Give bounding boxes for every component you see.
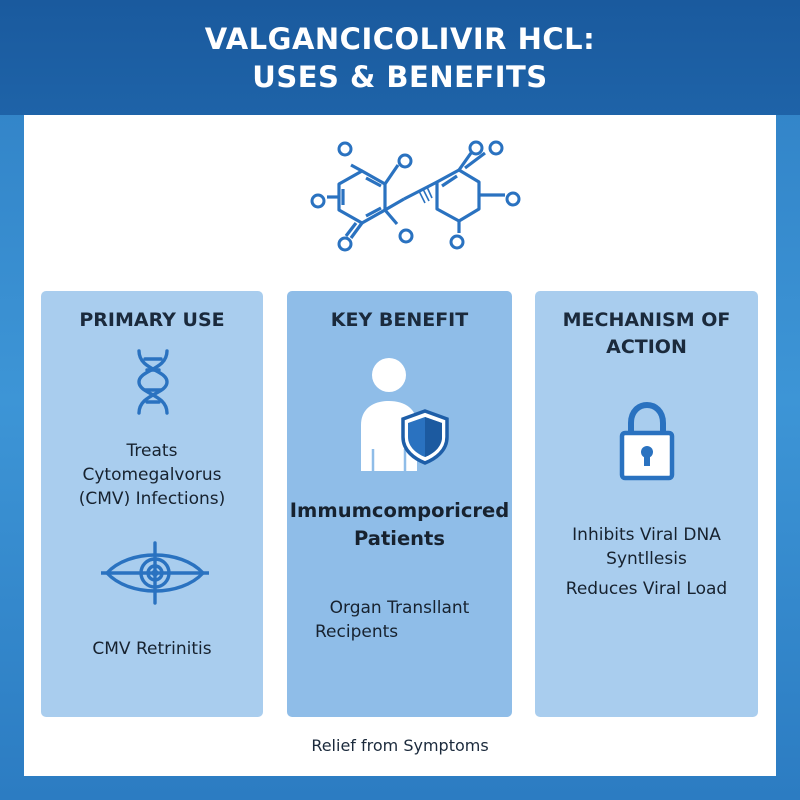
page-title-line-2: USES & BENEFITS xyxy=(252,59,548,94)
card-key-benefit: KEY BENEFIT Immumcomporicred Patients Or… xyxy=(287,291,512,717)
page-title-line-1: VALGANCICOLIVIR HCL: xyxy=(204,21,596,56)
key-benefit-line-1: Immumcomporicred xyxy=(289,499,510,522)
primary-use-line-1: Treats xyxy=(126,441,178,461)
person-shield-icon xyxy=(361,358,449,471)
key-benefit-line-4: Recipents xyxy=(315,622,399,642)
card-title: KEY BENEFIT xyxy=(330,309,469,331)
content-panel: PRIMARY USE Treats Cytomegalvorus (CMV) … xyxy=(24,115,776,776)
mechanism-line-2: Syntllesis xyxy=(606,549,687,569)
mechanism-line-1: Inhibits Viral DNA xyxy=(572,525,721,545)
card-title: PRIMARY USE xyxy=(79,309,225,331)
eye-icon xyxy=(101,541,209,605)
molecule-structure-icon xyxy=(310,140,521,252)
card-title-line-1: MECHANISM OF xyxy=(562,309,731,331)
key-benefit-line-2: Patients xyxy=(354,527,445,550)
primary-use-line-2: Cytomegalvorus xyxy=(82,465,222,485)
page-header: VALGANCICOLIVIR HCL: USES & BENEFITS xyxy=(0,0,800,115)
mechanism-line-3: Reduces Viral Load xyxy=(565,579,728,599)
padlock-icon xyxy=(619,401,675,481)
card-primary-use: PRIMARY USE Treats Cytomegalvorus (CMV) … xyxy=(41,291,263,717)
primary-use-line-3: (CMV) Infections) xyxy=(78,489,226,509)
dna-icon xyxy=(137,349,169,415)
card-title-line-2: ACTION xyxy=(606,336,687,358)
footer-text: Relief from Symptoms xyxy=(311,736,489,755)
primary-use-line-4: CMV Retrinitis xyxy=(92,639,212,659)
card-mechanism-of-action: MECHANISM OF ACTION Inhibits Viral DNA S… xyxy=(535,291,758,717)
key-benefit-line-3: Organ Transllant xyxy=(329,598,470,618)
